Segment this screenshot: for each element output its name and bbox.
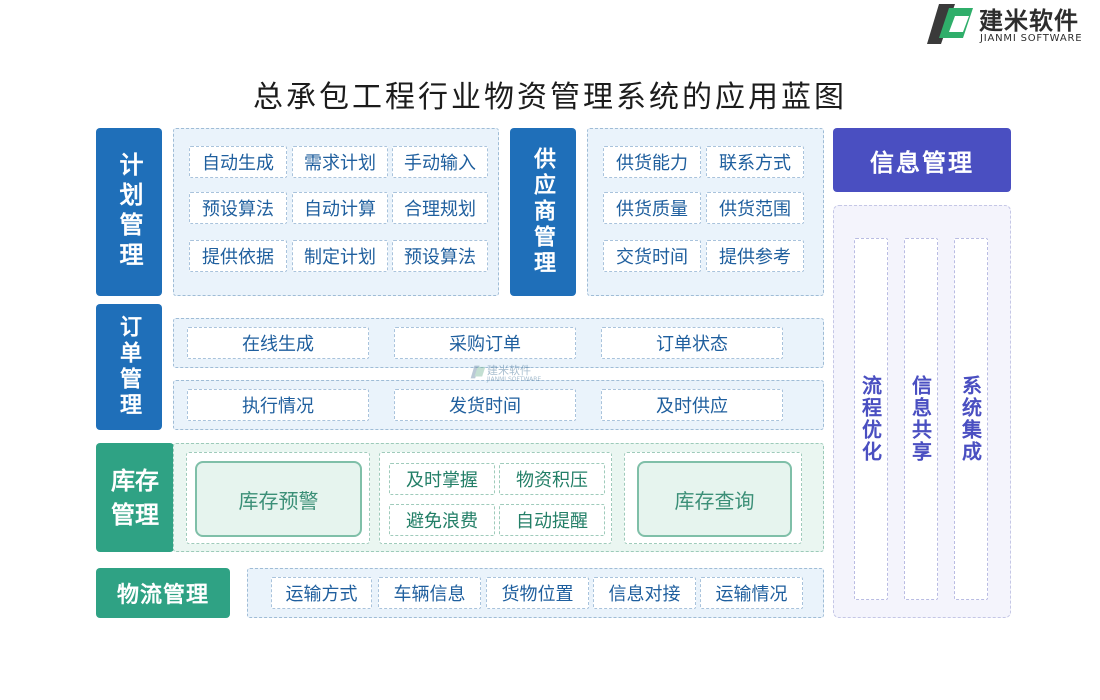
plan-item: 合理规划 bbox=[392, 192, 488, 224]
inventory-category: 库存管理 bbox=[96, 443, 174, 552]
brand-logo: 建米软件 JIANMI SOFTWARE bbox=[925, 2, 1097, 48]
plan-item: 自动计算 bbox=[292, 192, 388, 224]
order-category: 订单管理 bbox=[96, 304, 162, 430]
plan-item: 预设算法 bbox=[189, 192, 287, 224]
order-item: 订单状态 bbox=[601, 327, 783, 359]
plan-item: 手动输入 bbox=[392, 146, 488, 178]
info-category: 信息管理 bbox=[833, 128, 1011, 192]
logistics-item: 信息对接 bbox=[593, 577, 696, 609]
plan-category: 计划管理 bbox=[96, 128, 162, 296]
inventory-query-box: 库存查询 bbox=[637, 461, 792, 537]
supplier-item: 供货质量 bbox=[603, 192, 701, 224]
page-title: 总承包工程行业物资管理系统的应用蓝图 bbox=[253, 80, 847, 115]
supplier-item: 供货范围 bbox=[706, 192, 804, 224]
logistics-item: 运输方式 bbox=[271, 577, 372, 609]
plan-item: 自动生成 bbox=[189, 146, 287, 178]
supplier-category: 供应商管理 bbox=[510, 128, 576, 296]
logo-name: 建米软件 bbox=[979, 7, 1079, 35]
logo-subtitle: JIANMI SOFTWARE bbox=[980, 33, 1083, 44]
info-item: 信息共享 bbox=[904, 238, 938, 600]
supplier-item: 交货时间 bbox=[603, 240, 701, 272]
order-item: 发货时间 bbox=[394, 389, 576, 421]
plan-item: 提供依据 bbox=[189, 240, 287, 272]
info-item: 流程优化 bbox=[854, 238, 888, 600]
plan-item: 制定计划 bbox=[292, 240, 388, 272]
plan-item: 预设算法 bbox=[392, 240, 488, 272]
watermark-logo: 建米软件 JIANMI SOFTWARE bbox=[470, 362, 541, 388]
logistics-item: 车辆信息 bbox=[378, 577, 481, 609]
inventory-alert-box: 库存预警 bbox=[195, 461, 362, 537]
logistics-item: 运输情况 bbox=[700, 577, 803, 609]
order-item: 在线生成 bbox=[187, 327, 369, 359]
jianmi-watermark-icon bbox=[470, 365, 486, 379]
watermark-name: 建米软件 bbox=[487, 364, 531, 377]
logistics-category: 物流管理 bbox=[96, 568, 230, 618]
order-item: 及时供应 bbox=[601, 389, 783, 421]
plan-item: 需求计划 bbox=[292, 146, 388, 178]
logistics-item: 货物位置 bbox=[486, 577, 589, 609]
jianmi-logo-icon bbox=[927, 4, 973, 44]
order-item: 执行情况 bbox=[187, 389, 369, 421]
supplier-item: 供货能力 bbox=[603, 146, 701, 178]
supplier-item: 提供参考 bbox=[706, 240, 804, 272]
inventory-category-label: 库存管理 bbox=[111, 465, 159, 529]
inventory-item: 物资积压 bbox=[499, 463, 605, 495]
watermark-subtitle: JIANMI SOFTWARE bbox=[487, 376, 542, 383]
inventory-item: 避免浪费 bbox=[389, 504, 495, 536]
order-item: 采购订单 bbox=[394, 327, 576, 359]
inventory-item: 及时掌握 bbox=[389, 463, 495, 495]
inventory-item: 自动提醒 bbox=[499, 504, 605, 536]
supplier-item: 联系方式 bbox=[706, 146, 804, 178]
info-item: 系统集成 bbox=[954, 238, 988, 600]
